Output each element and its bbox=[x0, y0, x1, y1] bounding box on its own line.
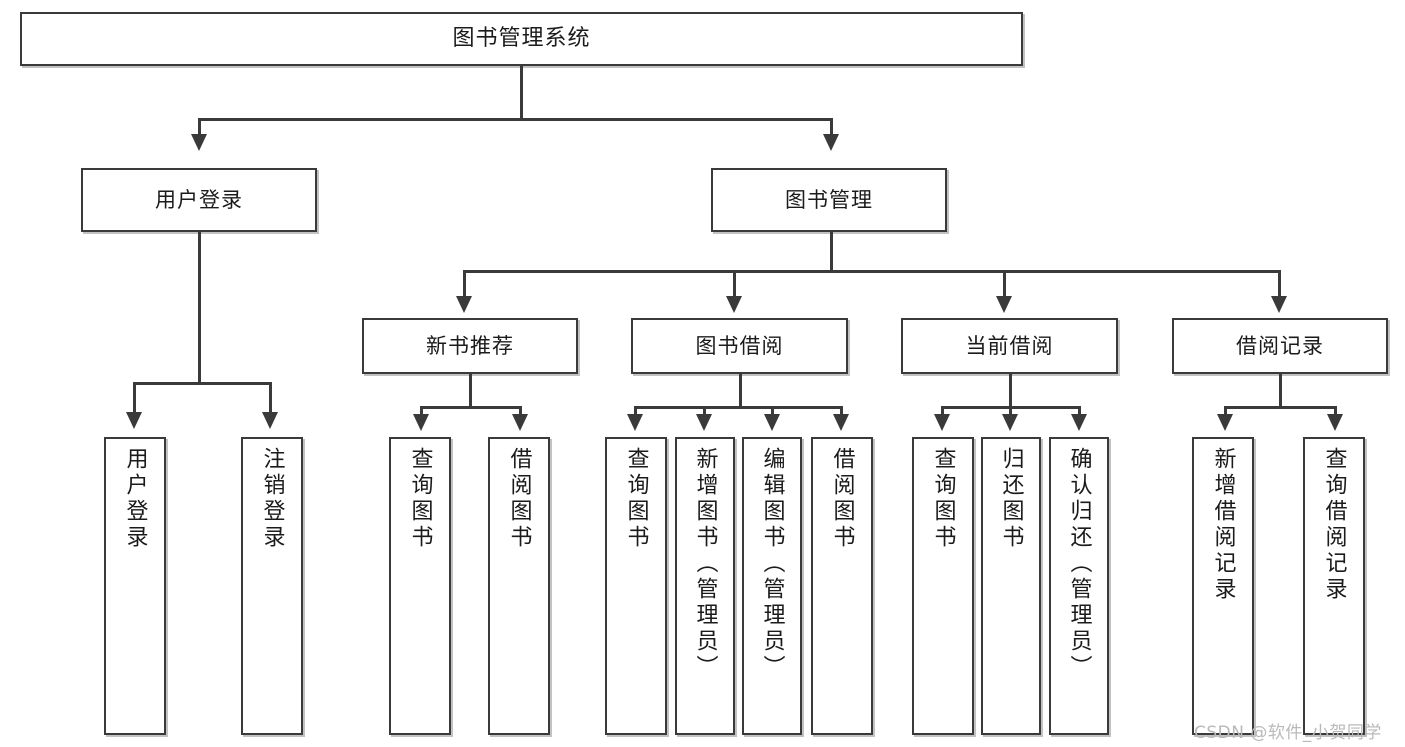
connector-root-drop-left bbox=[198, 118, 201, 136]
node-leaf-borrow-book-1[interactable]: 借阅图书 bbox=[488, 437, 550, 735]
arrow-to-leaf-logout-login bbox=[262, 412, 278, 429]
connector-bb-drop-1 bbox=[634, 406, 637, 416]
node-leaf-add-book[interactable]: 新增图书（管理员） bbox=[675, 437, 735, 735]
node-label: 用户登录 bbox=[155, 187, 243, 212]
arrow-to-leaf-user-login bbox=[126, 412, 142, 429]
connector-bb-stem bbox=[739, 374, 742, 406]
connector-book-manage-drop-1 bbox=[463, 270, 466, 298]
node-label: 确认归还（管理员） bbox=[1066, 447, 1092, 681]
arrow-to-current-borrow bbox=[996, 296, 1012, 313]
node-leaf-return-book[interactable]: 归还图书 bbox=[981, 437, 1041, 735]
node-label: 注销登录 bbox=[259, 447, 285, 551]
node-borrow-record[interactable]: 借阅记录 bbox=[1172, 318, 1388, 374]
node-leaf-logout-login[interactable]: 注销登录 bbox=[241, 437, 303, 735]
node-label: 图书借阅 bbox=[695, 333, 784, 358]
connector-cb-drop-2 bbox=[1009, 406, 1012, 416]
arrow-to-borrow-record bbox=[1271, 296, 1287, 313]
connector-br-drop-1 bbox=[1224, 406, 1227, 416]
node-leaf-query-record[interactable]: 查询借阅记录 bbox=[1303, 437, 1365, 735]
node-label: 借阅记录 bbox=[1236, 333, 1324, 358]
arrow-to-leaf-query-book-3 bbox=[934, 414, 950, 431]
connector-book-manage-stem bbox=[830, 232, 833, 270]
connector-nbr-stem bbox=[469, 374, 472, 406]
node-label: 借阅图书 bbox=[829, 447, 855, 551]
node-label: 用户登录 bbox=[122, 447, 148, 551]
arrow-to-leaf-borrow-book-1 bbox=[512, 414, 528, 431]
connector-root-bus bbox=[198, 118, 832, 121]
connector-br-stem bbox=[1279, 374, 1282, 406]
node-label: 查询图书 bbox=[930, 447, 956, 551]
connector-user-login-drop-2 bbox=[269, 382, 272, 414]
connector-user-login-stem bbox=[198, 232, 201, 382]
connector-bb-drop-4 bbox=[840, 406, 843, 416]
node-new-book-recommend[interactable]: 新书推荐 bbox=[362, 318, 578, 374]
node-label: 新增借阅记录 bbox=[1210, 447, 1236, 603]
node-book-borrow[interactable]: 图书借阅 bbox=[631, 318, 848, 374]
node-label: 归还图书 bbox=[998, 447, 1024, 551]
node-current-borrow[interactable]: 当前借阅 bbox=[901, 318, 1118, 374]
connector-user-login-drop-1 bbox=[133, 382, 136, 414]
node-leaf-add-record[interactable]: 新增借阅记录 bbox=[1192, 437, 1254, 735]
node-label: 新增图书（管理员） bbox=[692, 447, 718, 681]
arrow-to-leaf-confirm-return bbox=[1071, 414, 1087, 431]
node-label: 新书推荐 bbox=[426, 333, 514, 358]
arrow-to-leaf-return-book bbox=[1002, 414, 1018, 431]
connector-cb-drop-1 bbox=[941, 406, 944, 416]
node-label: 图书管理系统 bbox=[452, 26, 591, 52]
arrow-to-book-borrow bbox=[726, 296, 742, 313]
node-label: 当前借阅 bbox=[965, 333, 1054, 358]
node-leaf-confirm-return[interactable]: 确认归还（管理员） bbox=[1049, 437, 1109, 735]
node-label: 查询图书 bbox=[407, 447, 433, 551]
arrow-to-new-book-recommend bbox=[456, 296, 472, 313]
arrow-to-user-login bbox=[191, 134, 207, 151]
node-root-system[interactable]: 图书管理系统 bbox=[20, 12, 1023, 66]
connector-br-bus bbox=[1224, 406, 1336, 409]
arrow-to-book-manage bbox=[823, 134, 839, 151]
connector-book-manage-drop-3 bbox=[1003, 270, 1006, 298]
connector-book-manage-drop-4 bbox=[1278, 270, 1281, 298]
connector-root-stem bbox=[520, 66, 523, 118]
arrow-to-leaf-edit-book bbox=[764, 414, 780, 431]
arrow-to-leaf-add-book bbox=[696, 414, 712, 431]
node-user-login[interactable]: 用户登录 bbox=[81, 168, 317, 232]
arrow-to-leaf-borrow-book-2 bbox=[833, 414, 849, 431]
connector-book-manage-drop-2 bbox=[733, 270, 736, 298]
connector-cb-stem bbox=[1009, 374, 1012, 406]
node-label: 借阅图书 bbox=[506, 447, 532, 551]
node-leaf-query-book-2[interactable]: 查询图书 bbox=[605, 437, 667, 735]
node-book-manage[interactable]: 图书管理 bbox=[711, 168, 947, 232]
node-leaf-query-book-3[interactable]: 查询图书 bbox=[912, 437, 974, 735]
node-leaf-borrow-book-2[interactable]: 借阅图书 bbox=[811, 437, 873, 735]
node-label: 查询借阅记录 bbox=[1321, 447, 1347, 603]
arrow-to-leaf-query-book-1 bbox=[413, 414, 429, 431]
connector-br-drop-2 bbox=[1334, 406, 1337, 416]
node-label: 编辑图书（管理员） bbox=[759, 447, 785, 681]
node-label: 图书管理 bbox=[785, 187, 873, 212]
node-leaf-edit-book[interactable]: 编辑图书（管理员） bbox=[742, 437, 802, 735]
connector-nbr-drop-2 bbox=[519, 406, 522, 416]
node-leaf-query-book-1[interactable]: 查询图书 bbox=[389, 437, 451, 735]
connector-bb-drop-2 bbox=[703, 406, 706, 416]
connector-nbr-bus bbox=[420, 406, 521, 409]
node-leaf-user-login[interactable]: 用户登录 bbox=[104, 437, 166, 735]
connector-nbr-drop-1 bbox=[420, 406, 423, 416]
connector-user-login-bus bbox=[133, 382, 269, 385]
connector-bb-drop-3 bbox=[771, 406, 774, 416]
connector-bb-bus bbox=[634, 406, 842, 409]
connector-cb-drop-3 bbox=[1078, 406, 1081, 416]
arrow-to-leaf-query-book-2 bbox=[627, 414, 643, 431]
node-label: 查询图书 bbox=[623, 447, 649, 551]
connector-book-manage-bus bbox=[463, 270, 1280, 273]
connector-root-drop-right bbox=[830, 118, 833, 136]
arrow-to-leaf-add-record bbox=[1217, 414, 1233, 431]
arrow-to-leaf-query-record bbox=[1327, 414, 1343, 431]
